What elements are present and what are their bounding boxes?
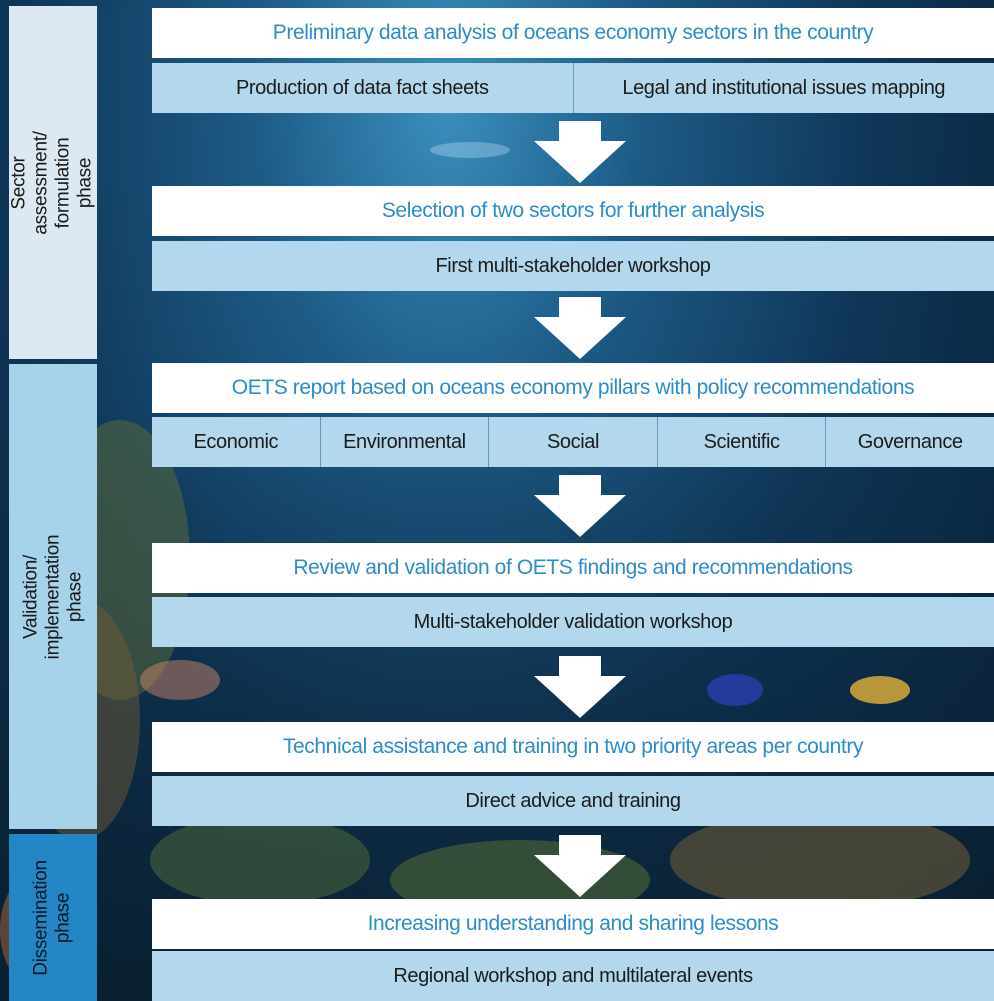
down-arrow-icon <box>534 297 626 359</box>
step-title: Increasing understanding and sharing les… <box>152 899 994 949</box>
phase-sector-assessment: Sector assessment/ formulation phase <box>9 6 97 359</box>
step-item: Multi-stakeholder validation workshop <box>152 597 994 647</box>
pillar-economic: Economic <box>193 430 279 453</box>
step-item: Regional workshop and multilateral event… <box>152 951 994 1001</box>
phase-label: Validation/ implementation phase <box>20 534 85 659</box>
pillar-governance: Governance <box>825 417 994 467</box>
step-item: Production of data fact sheets <box>235 76 489 99</box>
step-title: Preliminary data analysis of oceans econ… <box>152 8 994 58</box>
phase-label: Sector assessment/ formulation phase <box>9 130 97 235</box>
phase-validation-implementation: Validation/ implementation phase <box>9 364 97 829</box>
step-title: Technical assistance and training in two… <box>152 722 994 772</box>
step-title: OETS report based on oceans economy pill… <box>152 363 994 413</box>
step-item: First multi-stakeholder workshop <box>152 241 994 291</box>
phase-dissemination: Dissemination phase <box>9 834 97 1001</box>
step-title: Review and validation of OETS findings a… <box>152 543 994 593</box>
step-title: Selection of two sectors for further ana… <box>152 186 994 236</box>
pillar-scientific: Scientific <box>656 417 826 467</box>
down-arrow-icon <box>534 835 626 897</box>
step-items: Production of data fact sheets Legal and… <box>152 63 994 113</box>
down-arrow-icon <box>534 656 626 718</box>
pillar-environmental: Environmental <box>319 417 489 467</box>
step-item: Legal and institutional issues mapping <box>572 63 994 113</box>
step-item: Direct advice and training <box>152 776 994 826</box>
down-arrow-icon <box>534 475 626 537</box>
phase-label: Dissemination phase <box>31 859 74 976</box>
down-arrow-icon <box>534 121 626 183</box>
pillar-items: Economic Environmental Social Scientific… <box>152 417 994 467</box>
pillar-social: Social <box>488 417 657 467</box>
